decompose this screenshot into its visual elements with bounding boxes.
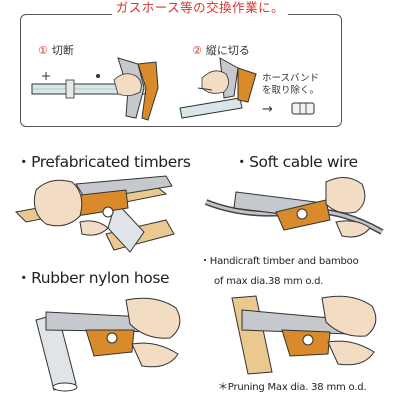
caption-soft-cable-wire: ・Soft cable wire (234, 153, 358, 171)
caption-handicraft-line-2: of max dia.38 mm o.d. (214, 276, 324, 287)
pruning-illustration (231, 295, 377, 375)
caption-handicraft-line-1: ・Handicraft timber and bamboo (200, 256, 359, 267)
step-1-illustration (31, 57, 159, 121)
timber-cutting-illustration (14, 175, 175, 253)
hose-band-note: ホースバンド を取り除く。 (262, 73, 320, 96)
step-2-number: ② (192, 44, 202, 57)
step-1-number: ① (38, 44, 48, 57)
arrow-right-icon: → (262, 102, 273, 117)
hose-band-icon (291, 102, 315, 115)
cable-cutting-illustration (204, 177, 384, 238)
caption-rubber-nylon-hose: ・Rubber nylon hose (16, 269, 170, 287)
hose-cutting-illustration (35, 297, 181, 392)
step-2-illustration (179, 57, 257, 119)
instruction-title: ガスホース等の交換作業に。 (0, 0, 400, 16)
caption-prefabricated-timbers: ・Prefabricated timbers (16, 153, 191, 171)
caption-pruning: ＊Pruning Max dia. 38 mm o.d. (218, 382, 367, 393)
